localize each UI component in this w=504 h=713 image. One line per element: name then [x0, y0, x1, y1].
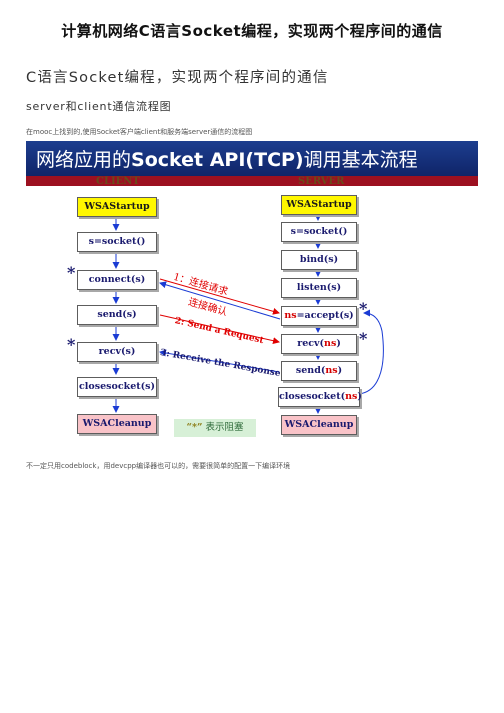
legend-text: 表示阻塞 [205, 422, 244, 433]
legend-star: “*” [186, 422, 203, 433]
server-closesocket-box: closesocket(ns) [278, 387, 362, 407]
connect-request-arrow [159, 278, 280, 315]
blocking-star-recv: * [67, 335, 76, 354]
socket-flow-diagram: 网络应用的Socket API(TCP)调用基本流程 CLIENT SERVER [26, 141, 478, 439]
server-send-ns: ns [325, 365, 338, 376]
server-recv-box: recv(ns) [281, 334, 357, 354]
client-send-box: send(s) [77, 305, 157, 325]
client-connect-box: connect(s) [77, 270, 157, 290]
client-closesocket-box: closesocket(s) [77, 377, 157, 397]
send-request-arrow [159, 314, 280, 345]
server-accept-ns: ns [284, 310, 297, 321]
server-recv-open: recv( [297, 338, 325, 349]
blocking-star-accept: * [359, 299, 368, 318]
server-send-box: send(ns) [281, 361, 357, 381]
server-accept-call: =accept(s) [296, 310, 354, 321]
client-recv-box: recv(s) [77, 342, 157, 362]
server-send-close: ) [337, 365, 343, 376]
blocking-star-connect: * [67, 263, 76, 282]
server-socket-box: s=socket() [281, 222, 357, 242]
client-label: CLIENT [96, 176, 140, 187]
server-label: SERVER [298, 176, 345, 187]
diagram-banner: 网络应用的Socket API(TCP)调用基本流程 [26, 141, 478, 176]
diagram-title-part-1: 网络应用的 [36, 149, 132, 171]
blocking-star-server-recv: * [359, 329, 368, 348]
client-wsastartup-box: WSAStartup [77, 197, 157, 217]
blocking-legend: “*” 表示阻塞 [174, 419, 256, 437]
server-close-ns: ns [345, 391, 358, 402]
diagram-arrows [112, 214, 384, 414]
server-bind-box: bind(s) [281, 250, 357, 270]
server-accept-box: ns=accept(s) [281, 306, 357, 326]
article-title: C语言Socket编程，实现两个程序间的通信 [26, 70, 329, 86]
section-heading: server和client通信流程图 [26, 100, 172, 113]
server-loop-arrow [358, 309, 384, 395]
server-listen-box: listen(s) [281, 278, 357, 298]
diagram-title-part-2: 调用基本流程 [303, 149, 418, 171]
server-wsacleanup-box: WSACleanup [281, 415, 357, 435]
connect-confirm-arrow [159, 281, 281, 320]
receive-response-arrow [159, 349, 280, 373]
diagram-title-bold: Socket API(TCP) [131, 149, 304, 171]
client-socket-box: s=socket() [77, 232, 157, 252]
intro-text: 在mooc上找到的,使用Socket客户端client和服务端server通信的… [26, 128, 253, 136]
server-wsastartup-box: WSAStartup [281, 195, 357, 215]
server-send-open: send( [295, 365, 326, 376]
server-close-open: closesocket( [279, 391, 346, 402]
diagram-title: 网络应用的Socket API(TCP)调用基本流程 [36, 145, 418, 172]
server-close-close: ) [357, 391, 362, 402]
client-wsacleanup-box: WSACleanup [77, 414, 157, 434]
server-recv-ns: ns [324, 338, 337, 349]
page-title: 计算机网络C语言Socket编程，实现两个程序间的通信 [61, 22, 443, 40]
server-recv-close: ) [336, 338, 341, 349]
diagram-header-bar [26, 176, 478, 186]
footer-text: 不一定只用codeblock，用devcpp编译器也可以的，需要很简单的配置一下… [26, 462, 291, 470]
